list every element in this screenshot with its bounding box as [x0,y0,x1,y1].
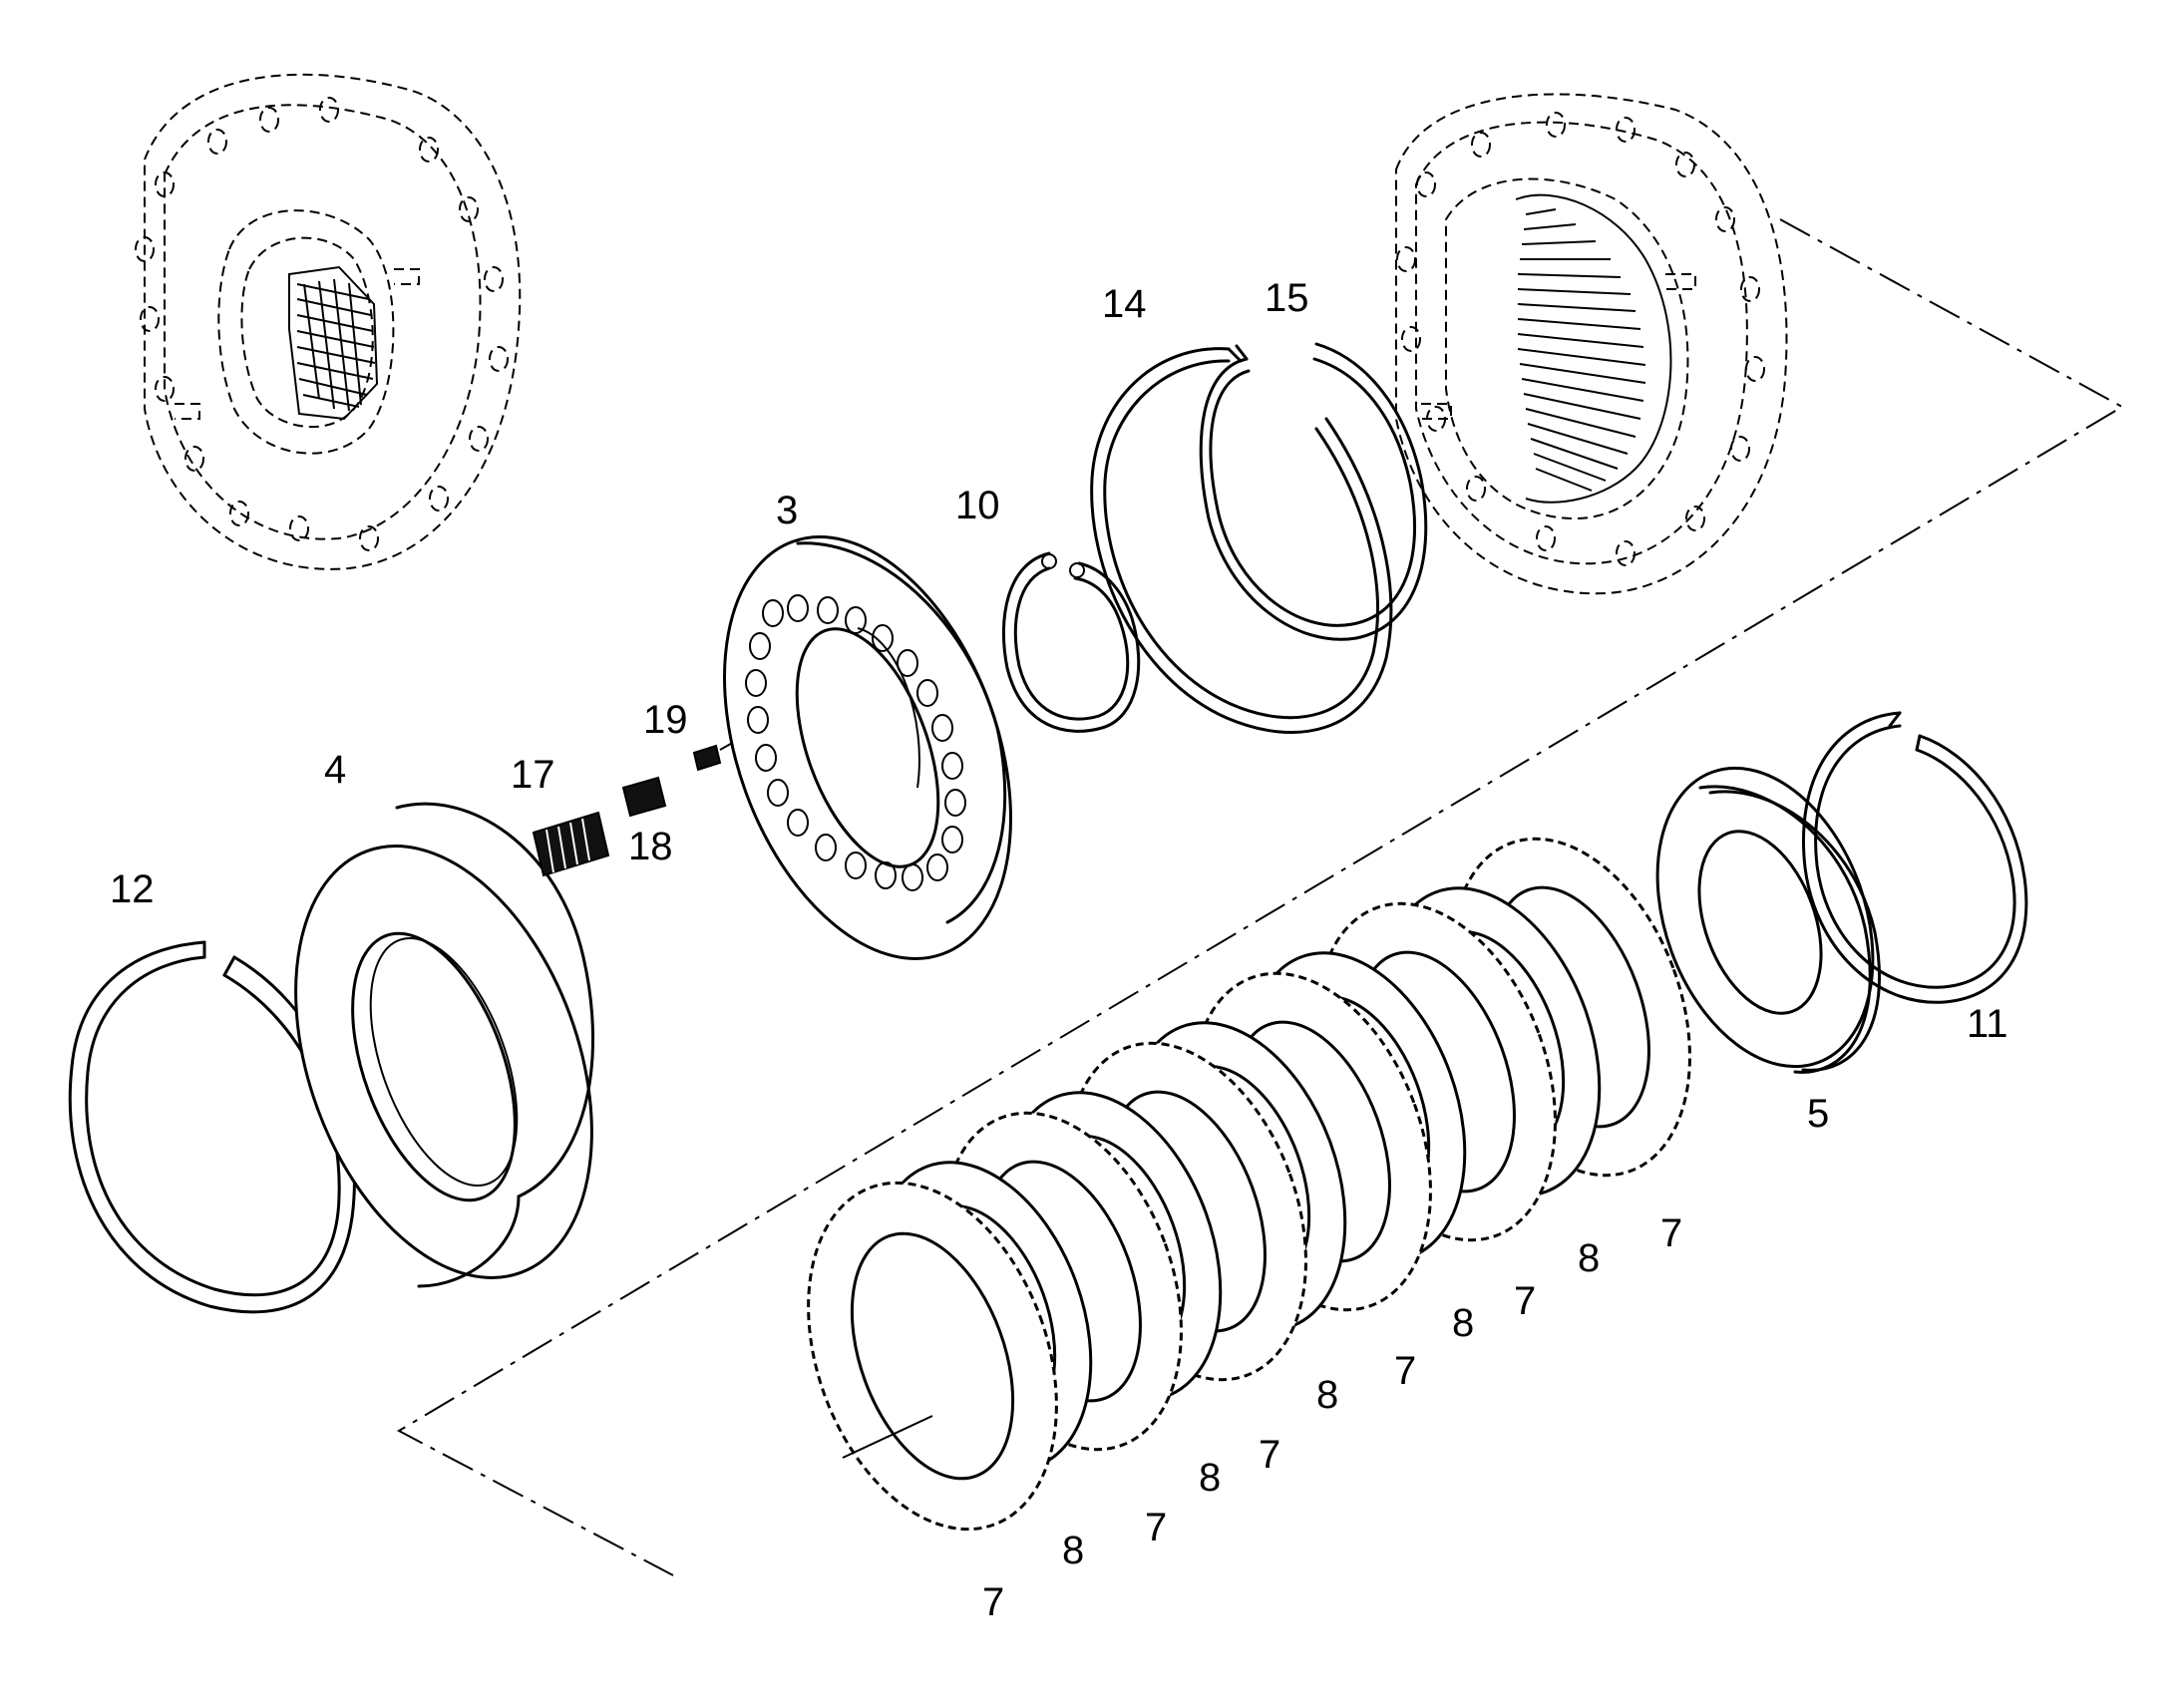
callout-10: 10 [955,484,1000,527]
callout-18: 18 [628,825,673,868]
callout-14: 14 [1102,282,1147,326]
callout-19: 19 [643,698,688,742]
callout-4: 4 [324,748,346,792]
callout-disc-7: 7 [982,1580,1004,1624]
callout-disc-8: 8 [1578,1236,1600,1280]
callout-disc-7: 7 [1394,1349,1416,1393]
callout-3: 3 [776,489,798,532]
assembly-centre-line [396,218,2125,1576]
callout-disc-7: 7 [1660,1211,1682,1255]
callout-disc-8: 8 [1452,1301,1474,1345]
leader-7-front [842,1415,933,1459]
callout-15: 15 [1265,276,1309,320]
seal-ring-15 [1199,342,1428,641]
callout-disc-7: 7 [1514,1279,1536,1323]
callout-disc-7: 7 [1259,1433,1280,1477]
callout-disc-8: 8 [1199,1456,1221,1500]
callout-disc-8: 8 [1316,1373,1338,1417]
callout-11: 11 [1967,1002,2008,1046]
spring-18 [621,776,667,818]
callout-5: 5 [1807,1092,1829,1136]
callout-disc-8: 8 [1062,1529,1084,1572]
snap-ring-11 [1802,711,2028,1004]
disc-7-f [807,1181,1058,1532]
snap-ring-10 [1001,551,1141,733]
callout-disc-7: 7 [1145,1506,1167,1549]
housing-right-phantom [1395,93,1788,595]
clutch-disc-pack [807,837,1691,1532]
end-plate-5 [1655,766,1881,1074]
seal-ring-14 [1090,347,1393,734]
spring-plate-3 [723,535,1012,960]
piston-4 [294,802,594,1288]
spring-17 [532,811,610,877]
callout-17: 17 [511,753,555,797]
callout-12: 12 [110,867,155,911]
housing-left-phantom [135,73,522,570]
